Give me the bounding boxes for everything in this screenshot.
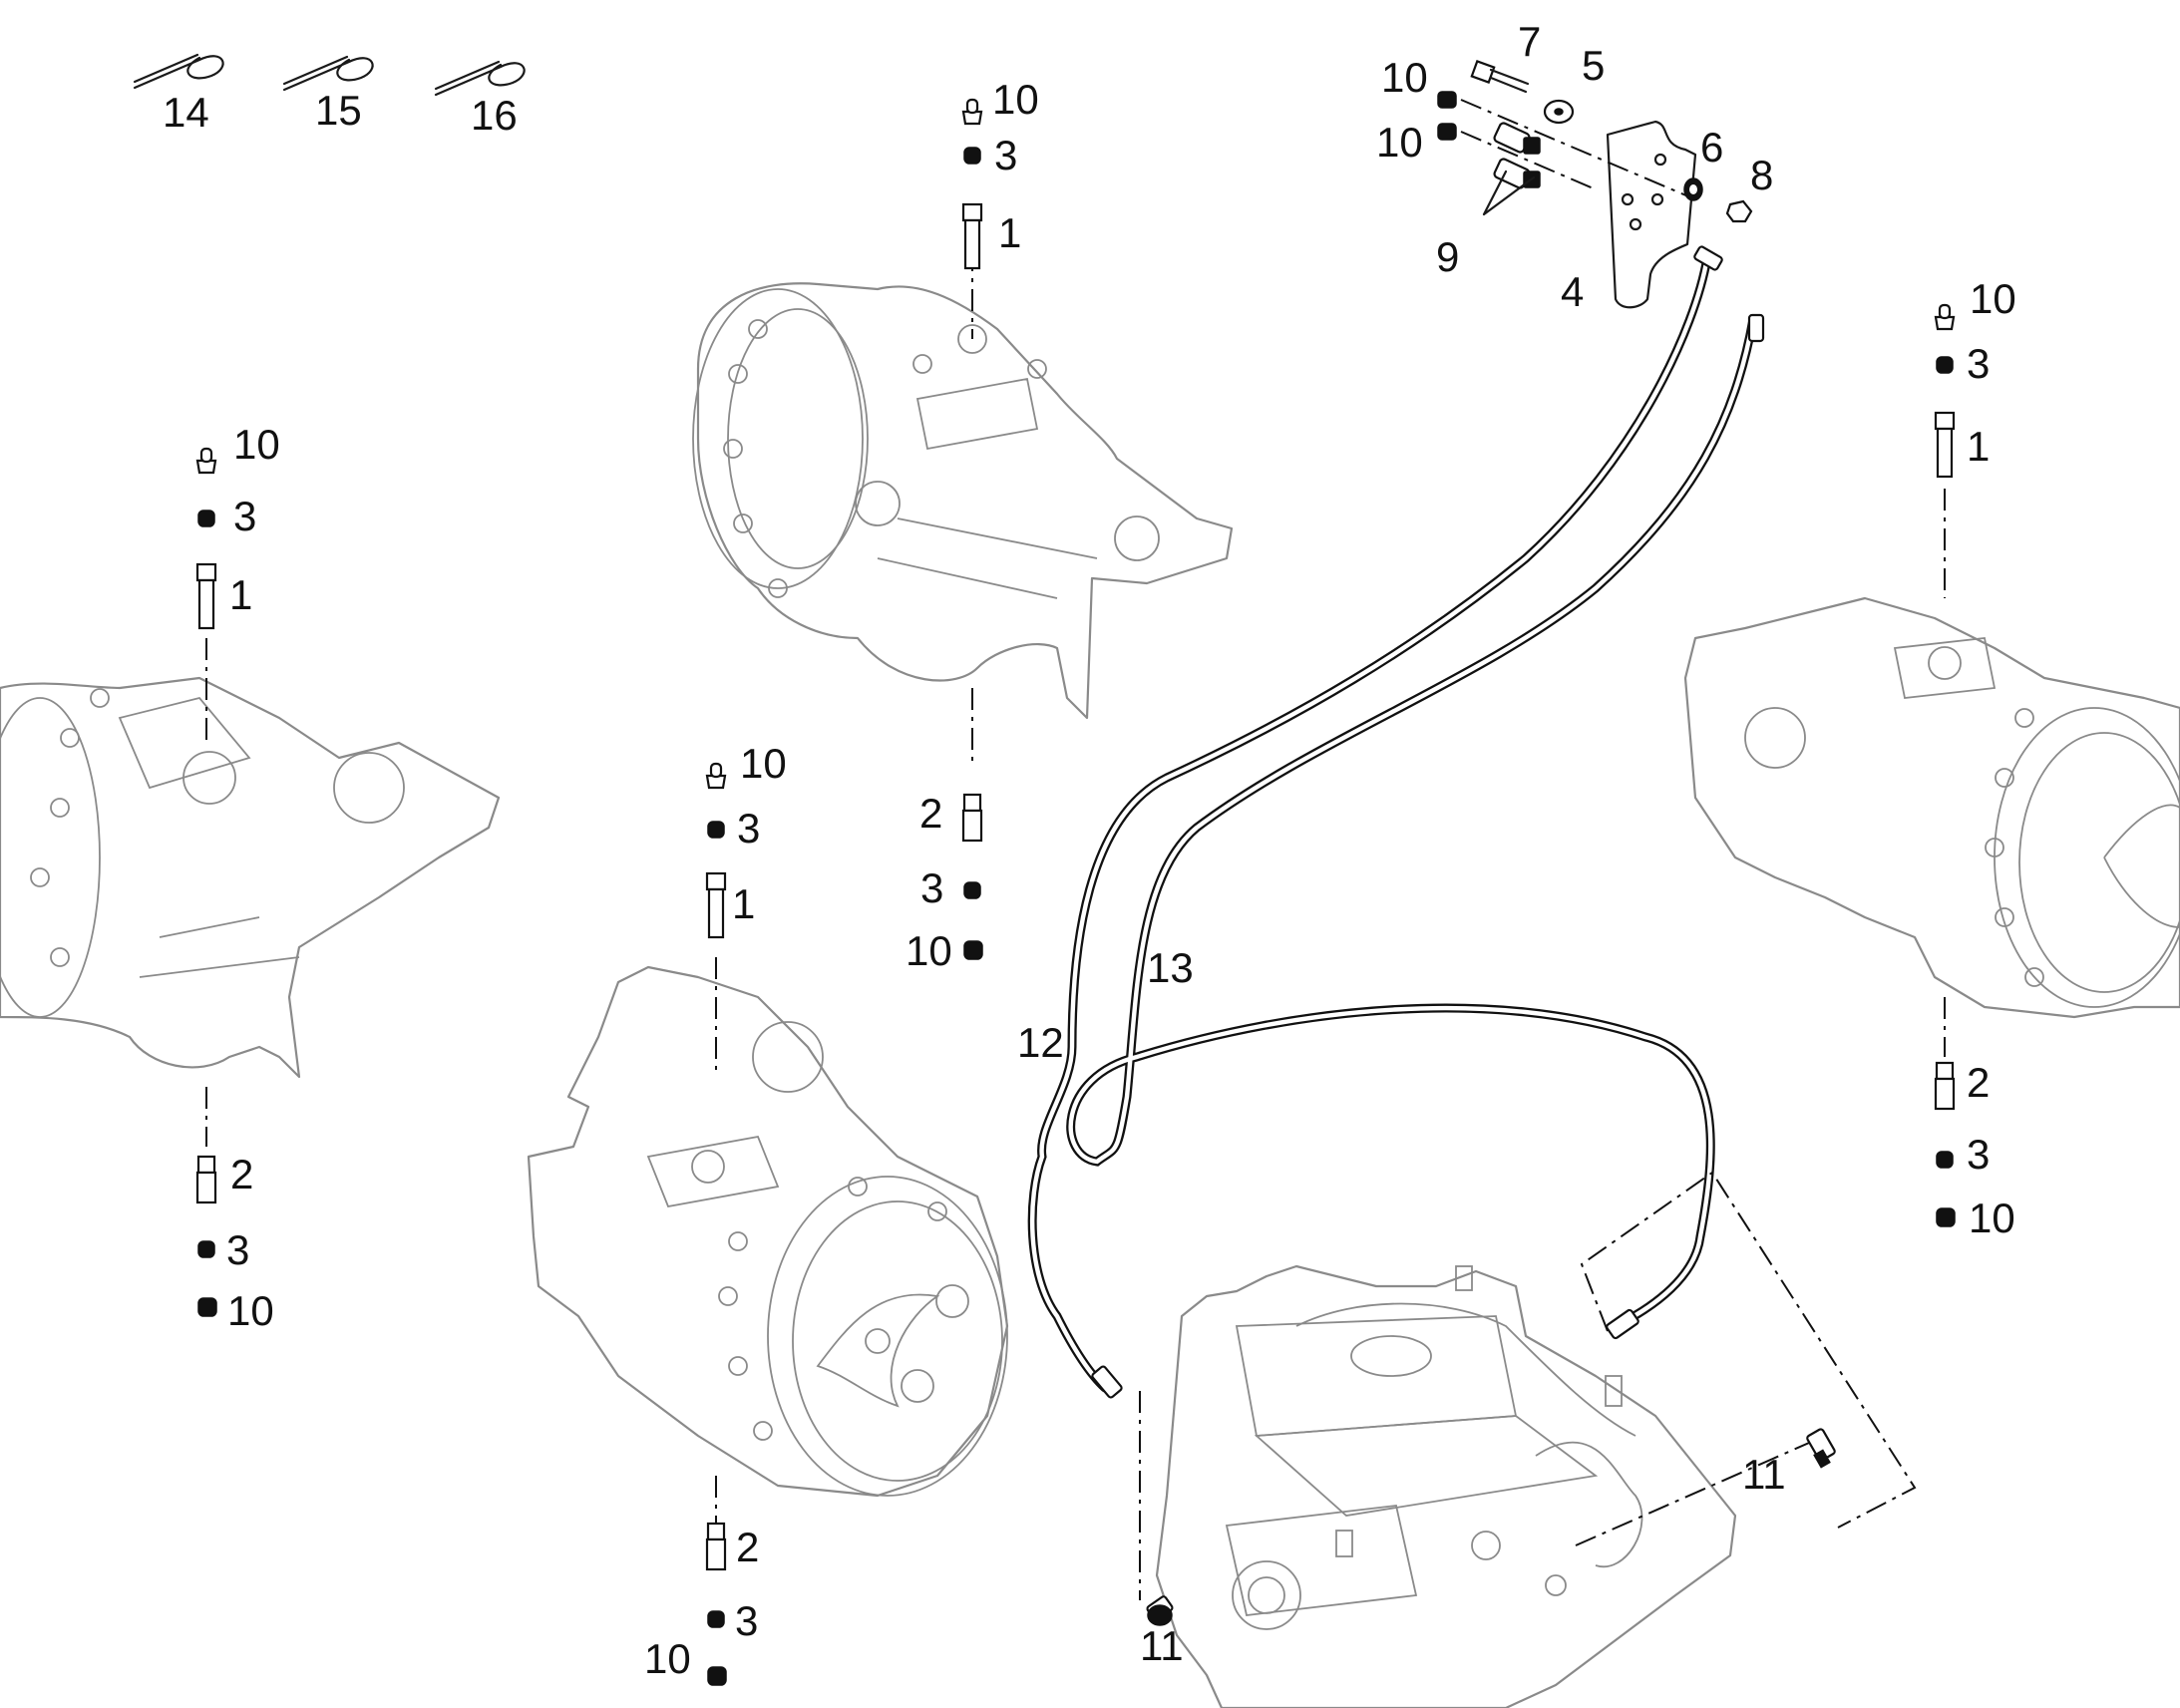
speed-sensor-11-left — [1146, 1595, 1174, 1626]
callout-10-top-lower: 10 — [906, 927, 952, 974]
callout-11-left: 11 — [1140, 1622, 1184, 1669]
callout-3-middle-lower: 3 — [735, 1597, 758, 1644]
callout-9: 9 — [1436, 233, 1459, 280]
fitting-2-left — [195, 1155, 217, 1204]
callout-3-left-lower: 3 — [226, 1226, 249, 1273]
seal-3-left-lower — [197, 1240, 215, 1258]
washer-5 — [1543, 99, 1575, 125]
cap-10-a — [1437, 91, 1457, 109]
speed-sensor-11-right — [1806, 1428, 1836, 1469]
bulkhead-fitting-9-upper — [1493, 122, 1541, 155]
callout-7: 7 — [1518, 18, 1541, 65]
fitting-1-middle — [705, 871, 727, 939]
cable-tie-14 — [133, 53, 224, 90]
callout-10-bracket-a: 10 — [1381, 54, 1428, 101]
hose-13 — [1066, 314, 1758, 1331]
breather-cap-10-right — [1934, 303, 1956, 331]
fitting-1-top — [961, 202, 983, 270]
washer-6 — [1683, 177, 1703, 201]
callout-10-top: 10 — [992, 76, 1039, 123]
mounting-bracket — [1606, 120, 1697, 309]
seal-3-top-lower — [963, 881, 981, 899]
axle-housing-left — [0, 676, 501, 1079]
callout-13: 13 — [1147, 944, 1194, 991]
fitting-2-middle — [705, 1522, 727, 1571]
hose-end-fittings — [1091, 245, 1765, 1399]
cap-10-top-lower — [963, 940, 983, 960]
callout-3-top: 3 — [994, 132, 1017, 178]
hose-12 — [1027, 252, 1712, 1393]
breather-cap-10-left — [195, 447, 217, 475]
callout-8: 8 — [1750, 152, 1773, 198]
seal-3-left — [197, 510, 215, 527]
callout-5: 5 — [1582, 42, 1605, 89]
cap-10-left-lower — [197, 1297, 217, 1317]
fitting-2-right — [1934, 1061, 1956, 1111]
callout-10-middle-lower: 10 — [644, 1635, 691, 1682]
callout-12: 12 — [1017, 1019, 1064, 1066]
seal-3-right — [1936, 356, 1954, 374]
fitting-2-top — [961, 793, 983, 843]
callout-4: 4 — [1561, 268, 1584, 315]
callout-3-right-lower: 3 — [1967, 1131, 1990, 1178]
callout-2-right: 2 — [1967, 1059, 1990, 1106]
callout-2-top: 2 — [919, 790, 942, 837]
breather-cap-10-top — [961, 98, 983, 126]
callout-16: 16 — [471, 92, 518, 139]
cable-tie-16 — [434, 60, 526, 97]
transmission-housing — [1155, 1264, 1737, 1708]
callout-10-left: 10 — [233, 421, 280, 468]
callout-3-top-lower: 3 — [920, 864, 943, 911]
cap-10-right-lower — [1936, 1207, 1956, 1227]
nut-8 — [1725, 199, 1753, 223]
callout-1-top: 1 — [998, 209, 1021, 256]
callout-10-right-lower: 10 — [1969, 1195, 2015, 1241]
callout-2-left: 2 — [230, 1151, 253, 1197]
seal-3-top — [963, 147, 981, 165]
seal-3-right-lower — [1936, 1151, 1954, 1169]
callout-6: 6 — [1700, 124, 1723, 171]
axle-housing-top — [692, 282, 1234, 720]
cap-10-b — [1437, 123, 1457, 141]
callout-3-right: 3 — [1967, 340, 1990, 387]
cap-10-middle-lower — [707, 1666, 727, 1686]
callout-14: 14 — [163, 89, 209, 136]
callout-10-middle: 10 — [740, 740, 787, 787]
fitting-1-left — [195, 562, 217, 630]
callout-1-right: 1 — [1967, 423, 1990, 470]
callout-1-left: 1 — [229, 571, 252, 618]
callout-2-middle: 2 — [736, 1524, 759, 1570]
bolt-7 — [1470, 59, 1530, 94]
callout-10-left-lower: 10 — [227, 1287, 274, 1334]
breather-cap-10-middle — [705, 762, 727, 790]
axle-housing-right — [1683, 596, 2180, 1019]
seal-3-middle — [707, 821, 725, 839]
callout-3-middle: 3 — [737, 805, 760, 852]
callout-15: 15 — [315, 87, 362, 134]
callout-3-left: 3 — [233, 493, 256, 539]
axle-housing-middle — [527, 965, 1009, 1498]
cable-tie-15 — [282, 55, 374, 92]
seal-3-middle-lower — [707, 1610, 725, 1628]
callout-10-bracket-b: 10 — [1376, 119, 1423, 166]
callout-10-right: 10 — [1970, 275, 2016, 322]
callout-1-middle: 1 — [732, 880, 755, 927]
fitting-1-right — [1934, 411, 1956, 479]
callout-11-right: 11 — [1742, 1451, 1786, 1498]
